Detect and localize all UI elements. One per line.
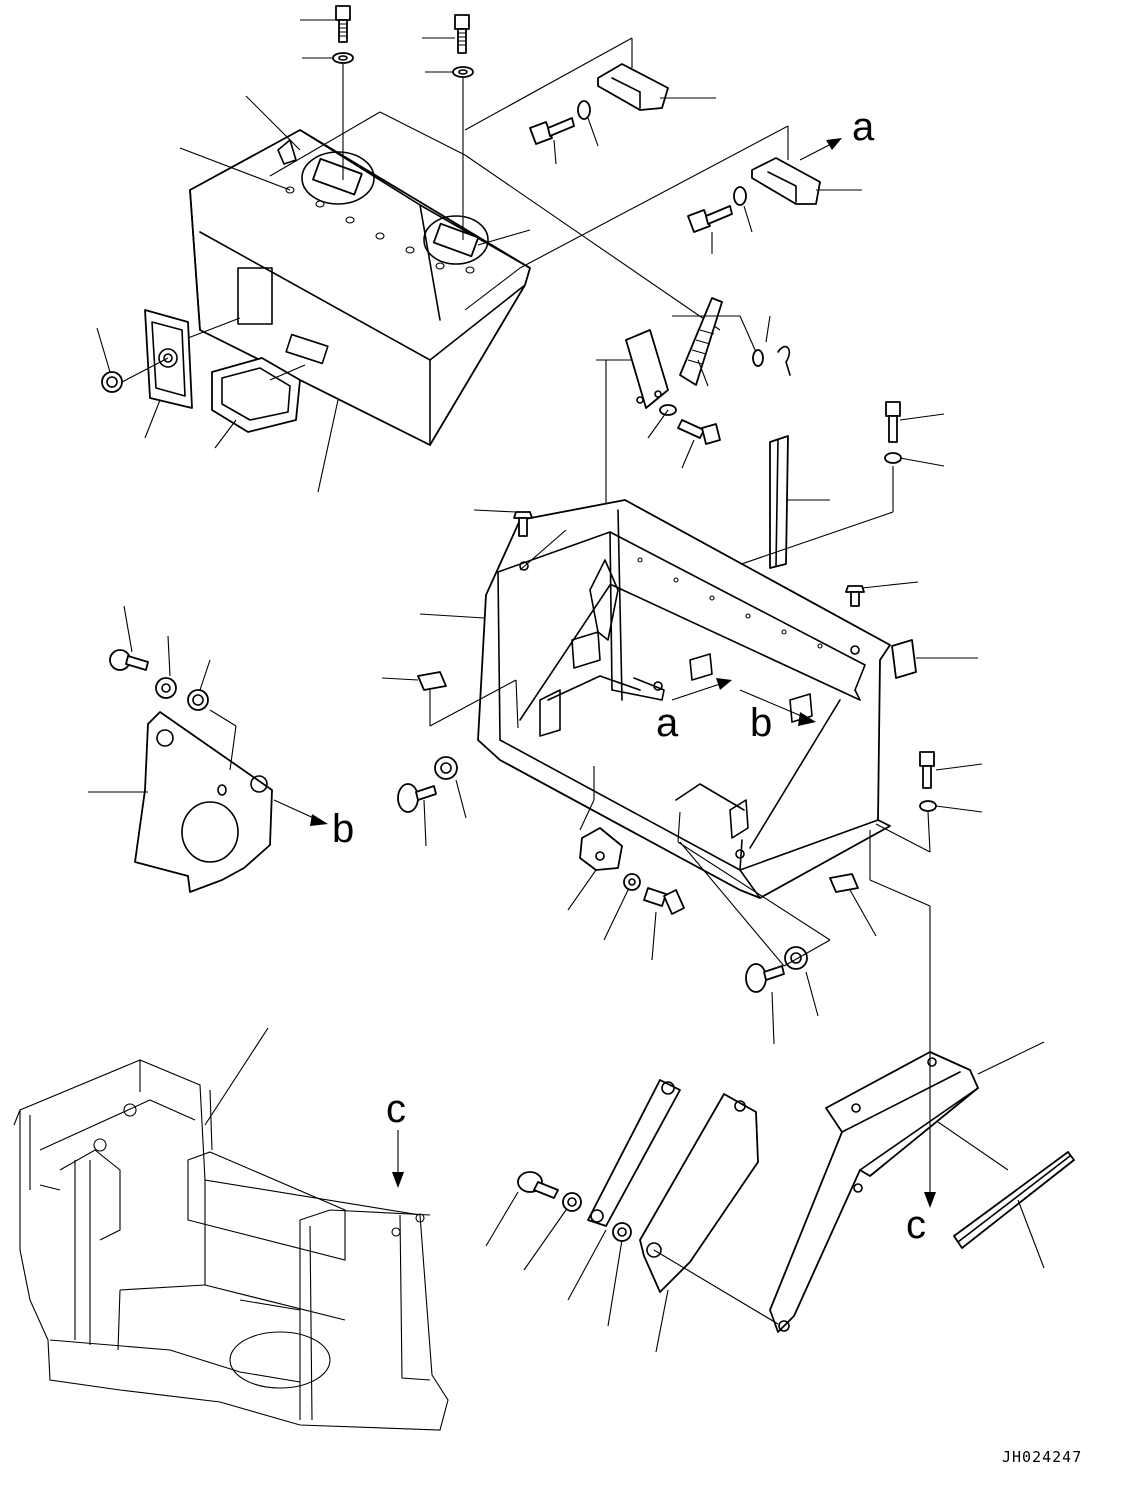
stay-bracket <box>639 1093 759 1293</box>
bolt <box>454 14 470 54</box>
view-arrow-a-center <box>671 678 732 701</box>
washer <box>332 52 354 64</box>
bolt <box>513 511 533 537</box>
washer <box>562 1192 582 1212</box>
view-arrow-b-center <box>739 689 816 726</box>
bolt <box>643 887 685 915</box>
spacer <box>829 873 859 893</box>
battery-box-frame <box>477 499 891 899</box>
washer <box>733 186 747 206</box>
latch-plate <box>144 309 193 409</box>
nut-left <box>101 371 123 393</box>
nut <box>784 946 808 970</box>
seal-strip-horizontal <box>953 1151 1075 1249</box>
nut <box>434 756 458 780</box>
bolt <box>529 117 575 145</box>
washer <box>155 677 177 699</box>
bolt <box>687 205 733 233</box>
washer <box>919 800 937 812</box>
washer <box>612 1222 632 1242</box>
view-arrow-b-left <box>273 799 328 826</box>
drawing-code: JH024247 <box>1002 1448 1082 1466</box>
bolt <box>109 649 149 671</box>
view-arrow-c-left <box>392 1130 404 1188</box>
view-label-a-upper: a <box>852 105 875 149</box>
nut <box>187 689 209 711</box>
pin <box>777 345 791 376</box>
bolt <box>335 5 351 43</box>
bolt <box>677 419 721 445</box>
bolt <box>745 963 785 993</box>
seal-strip-vertical <box>769 435 789 569</box>
washer <box>884 452 902 464</box>
washer <box>752 349 764 367</box>
view-label-b-left: b <box>332 807 354 851</box>
stay-link <box>587 1079 681 1227</box>
hinge-small <box>579 827 623 871</box>
base-frame <box>13 1059 449 1431</box>
spacer <box>417 671 447 691</box>
view-label-c-left: c <box>386 1087 406 1131</box>
side-cover-plate <box>134 711 273 893</box>
view-label-a-center: a <box>656 701 679 745</box>
stay-rod <box>679 297 723 386</box>
washer <box>577 100 591 120</box>
washer <box>623 873 641 891</box>
bolt <box>517 1171 559 1199</box>
bolt <box>845 585 865 607</box>
support-bracket <box>769 1051 979 1333</box>
view-arrow-a-upper <box>799 138 842 161</box>
bolt <box>885 401 901 443</box>
view-arrow-c-right <box>924 1192 936 1208</box>
hinge-lower <box>751 157 821 205</box>
bolt <box>397 783 437 813</box>
bolt <box>919 751 935 789</box>
washer <box>452 66 474 78</box>
cover-plate <box>625 329 669 409</box>
hinge-upper <box>597 63 669 111</box>
view-label-b-center: b <box>750 701 772 745</box>
clip-right <box>891 639 917 679</box>
view-label-c-right: c <box>906 1203 926 1247</box>
